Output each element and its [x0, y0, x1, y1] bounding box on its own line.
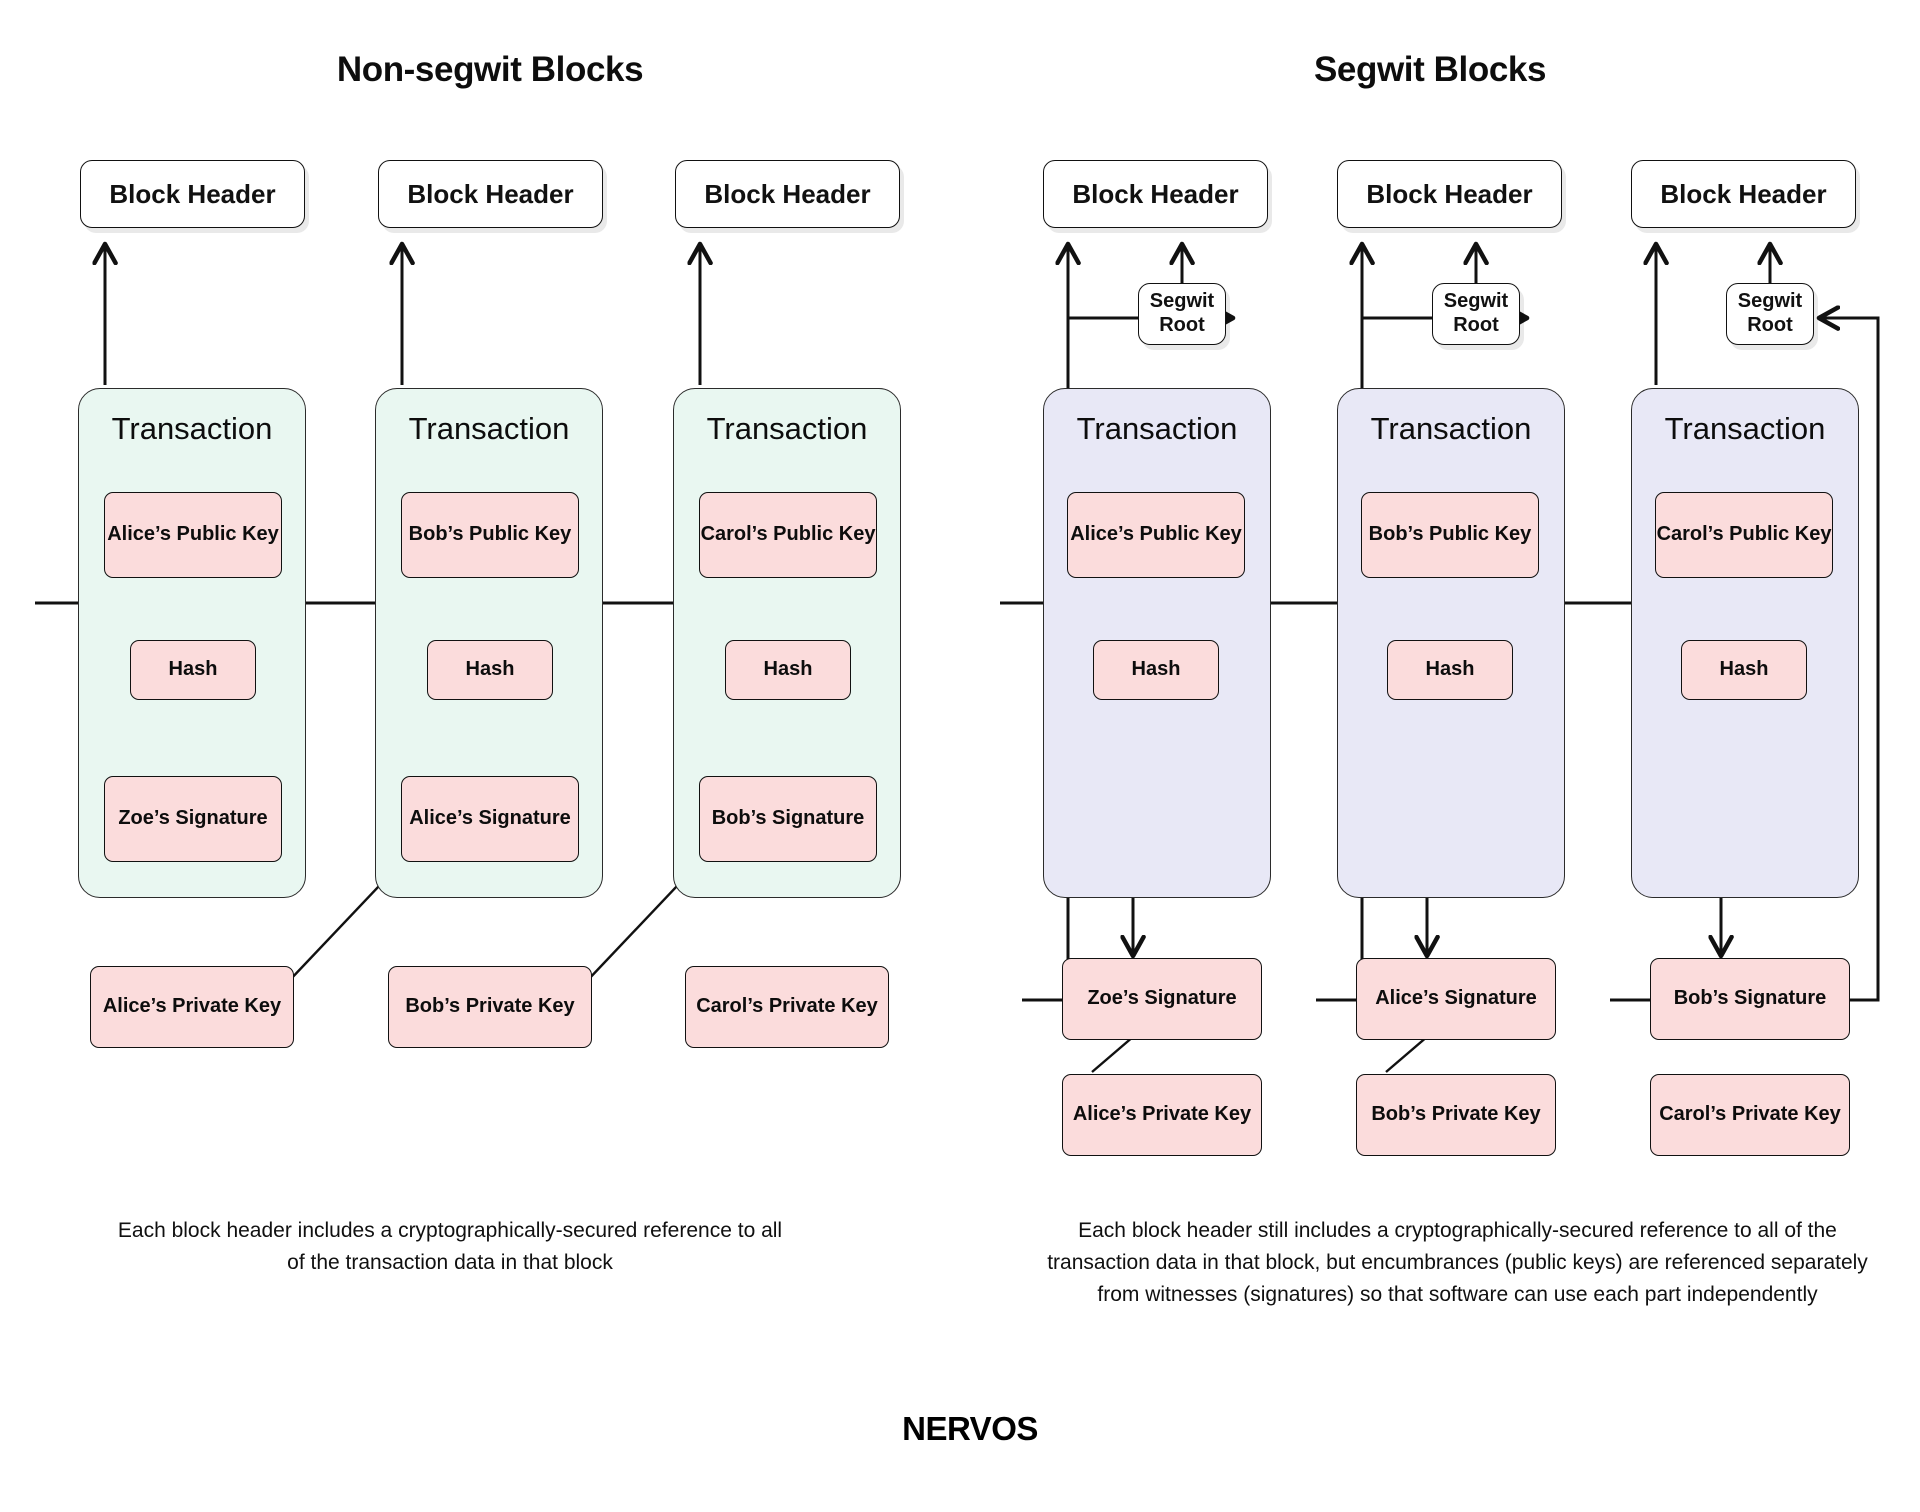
caption-segwit: Each block header still includes a crypt… [1047, 1219, 1868, 1306]
block-header-2[interactable]: Block Header [378, 160, 603, 228]
segwit-root-box-3[interactable]: Segwit Root [1726, 283, 1814, 345]
nervos-logo: NERVOS [902, 1410, 1038, 1447]
transaction-label: Transaction [1370, 411, 1532, 446]
panel-title-non-segwit: Non-segwit Blocks [336, 50, 644, 89]
hash-box-3[interactable]: Hash [725, 640, 851, 700]
transaction-label: Transaction [1076, 411, 1238, 446]
segwit-hash-box-2[interactable]: Hash [1387, 640, 1513, 700]
public-key-box-3[interactable]: Carol’s Public Key [699, 492, 877, 578]
segwit-public-key-box-1[interactable]: Alice’s Public Key [1067, 492, 1245, 578]
segwit-public-key-box-2[interactable]: Bob’s Public Key [1361, 492, 1539, 578]
panel-title-segwit: Segwit Blocks [1313, 50, 1547, 89]
transaction-label: Transaction [408, 411, 570, 446]
private-key-box-1[interactable]: Alice’s Private Key [90, 966, 294, 1048]
signature-box-2[interactable]: Alice’s Signature [401, 776, 579, 862]
private-key-box-3[interactable]: Carol’s Private Key [685, 966, 889, 1048]
segwit-block-header-2[interactable]: Block Header [1337, 160, 1562, 228]
hash-box-1[interactable]: Hash [130, 640, 256, 700]
public-key-box-2[interactable]: Bob’s Public Key [401, 492, 579, 578]
segwit-hash-box-1[interactable]: Hash [1093, 640, 1219, 700]
segwit-private-key-box-3[interactable]: Carol’s Private Key [1650, 1074, 1850, 1156]
segwit-signature-box-3[interactable]: Bob’s Signature [1650, 958, 1850, 1040]
transaction-label: Transaction [706, 411, 868, 446]
hash-box-2[interactable]: Hash [427, 640, 553, 700]
segwit-signature-box-2[interactable]: Alice’s Signature [1356, 958, 1556, 1040]
segwit-private-key-box-1[interactable]: Alice’s Private Key [1062, 1074, 1262, 1156]
segwit-hash-box-3[interactable]: Hash [1681, 640, 1807, 700]
signature-box-1[interactable]: Zoe’s Signature [104, 776, 282, 862]
private-key-box-2[interactable]: Bob’s Private Key [388, 966, 592, 1048]
caption-non-segwit: Each block header includes a cryptograph… [117, 1219, 783, 1274]
public-key-box-1[interactable]: Alice’s Public Key [104, 492, 282, 578]
segwit-private-key-box-2[interactable]: Bob’s Private Key [1356, 1074, 1556, 1156]
segwit-block-header-1[interactable]: Block Header [1043, 160, 1268, 228]
segwit-block-header-3[interactable]: Block Header [1631, 160, 1856, 228]
block-header-1[interactable]: Block Header [80, 160, 305, 228]
segwit-signature-box-1[interactable]: Zoe’s Signature [1062, 958, 1262, 1040]
signature-box-3[interactable]: Bob’s Signature [699, 776, 877, 862]
segwit-root-box-2[interactable]: Segwit Root [1432, 283, 1520, 345]
segwit-root-box-1[interactable]: Segwit Root [1138, 283, 1226, 345]
segwit-public-key-box-3[interactable]: Carol’s Public Key [1655, 492, 1833, 578]
transaction-label: Transaction [1664, 411, 1826, 446]
transaction-label: Transaction [111, 411, 273, 446]
block-header-3[interactable]: Block Header [675, 160, 900, 228]
